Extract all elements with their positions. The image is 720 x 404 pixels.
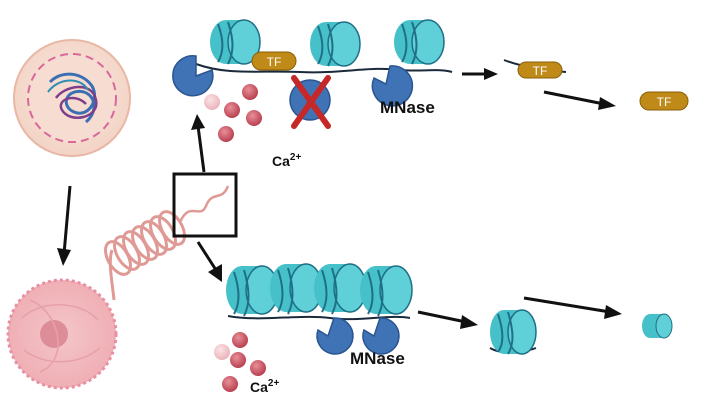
top-pathway: TF MNase Ca2+ [172,19,689,169]
svg-text:TF: TF [533,64,548,78]
nucleosome [314,263,367,315]
nucleosome [360,265,413,317]
arrow-to-top-pathway [191,114,206,173]
nucleosome [394,19,445,65]
tf-released-with-dna: TF [517,61,563,79]
svg-text:TF: TF [657,95,672,109]
histone-core [642,313,673,339]
calcium-ions-top [204,84,262,142]
calcium-label-bottom: Ca2+ [250,378,279,395]
nucleosome [226,265,279,317]
mnase-label-bottom: MNase [350,349,405,368]
arrow-bottom-release-2 [523,296,622,319]
top-dna-strand [195,63,453,74]
tf-bound: TF [251,51,297,71]
zoom-box [172,172,238,238]
arrow-top-release-2 [543,90,616,110]
mnase-enzyme [172,55,214,97]
mnase-blocked [289,75,331,129]
nucleus [6,278,118,390]
bottom-dna-strand [227,315,411,321]
arrow-to-bottom-pathway [196,241,222,282]
arrow-top-release-1 [462,68,498,80]
mnase-enzyme [316,317,354,355]
arrow-bottom-release-1 [417,310,478,329]
calcium-label-top: Ca2+ [272,152,301,169]
svg-text:TF: TF [267,55,282,69]
mnase-enzyme [362,317,400,355]
dna-coil [104,185,230,301]
arrow-cell-to-nucleus [57,185,72,266]
bottom-pathway: MNase Ca2+ [214,263,673,395]
mnase-label-top: MNase [380,98,435,117]
cell-with-chromosome [13,39,131,157]
mononucleosome [489,309,537,355]
nucleosome [310,21,361,67]
tf-free: TF [639,91,689,111]
mnase-enzyme [371,65,414,107]
calcium-ions-bottom [214,332,266,392]
nucleosome [210,19,261,65]
